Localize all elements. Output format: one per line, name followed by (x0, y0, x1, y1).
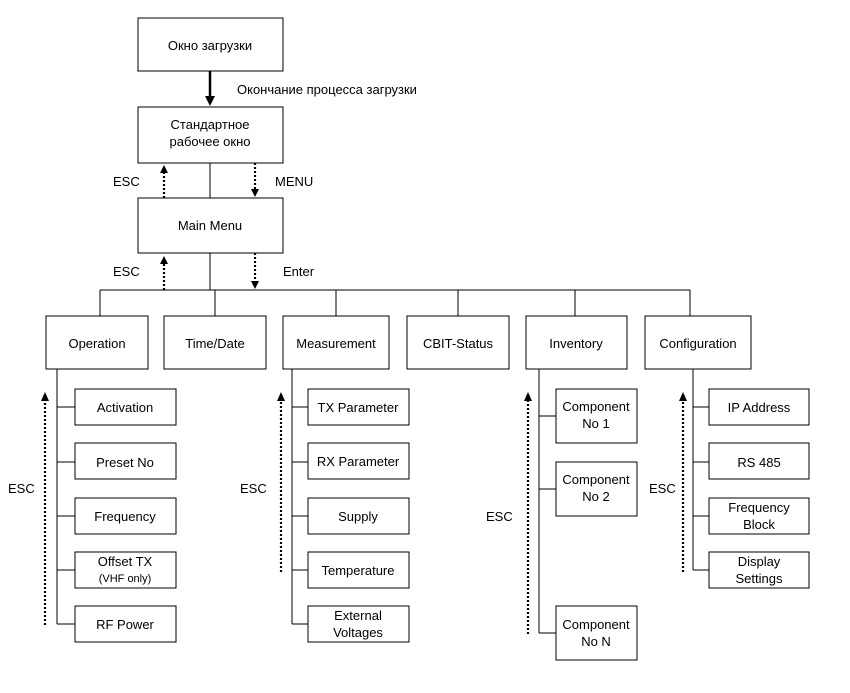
op-activation-box: Activation (74, 388, 177, 426)
cfg-ipaddress-label: IP Address (728, 400, 791, 415)
ms-rxparam-label: RX Parameter (317, 454, 400, 469)
op-rfpower-label: RF Power (96, 617, 154, 632)
ms-txparam-label: TX Parameter (318, 400, 400, 415)
menu-measurement-box: Measurement (282, 315, 390, 370)
measurement-esc-label: ESC (240, 481, 267, 496)
ms-txparam-box: TX Parameter (307, 388, 410, 426)
inv-comp2-box: Component No 2 (555, 461, 638, 517)
menu-cbit-label: CBIT-Status (423, 336, 494, 351)
esc-up-arrowhead-2 (160, 256, 168, 264)
ms-extvolt-line1: External (334, 608, 382, 623)
inv-compn-line1: Component (562, 617, 630, 632)
menu-label: MENU (275, 174, 313, 189)
op-offsettx-label: Offset TX (98, 554, 153, 569)
inv-compn-line2: No N (581, 634, 611, 649)
inv-compn-box: Component No N (555, 605, 638, 661)
standard-window-box: Стандартное рабочее окно (137, 106, 284, 164)
ms-supply-box: Supply (307, 497, 410, 535)
ms-extvolt-line2: Voltages (333, 625, 383, 640)
inv-comp2-line2: No 2 (582, 489, 609, 504)
esc-label-top: ESC (113, 174, 140, 189)
inventory-esc-arrowhead (524, 392, 532, 401)
ms-extvolt-box: External Voltages (307, 605, 410, 643)
esc-up-arrowhead-1 (160, 165, 168, 173)
enter-down-arrowhead (251, 281, 259, 289)
boot-window-label: Окно загрузки (168, 38, 252, 53)
menu-down-arrowhead (251, 189, 259, 197)
menu-measurement-label: Measurement (296, 336, 376, 351)
menu-inventory-label: Inventory (549, 336, 603, 351)
op-offsettx-note: (VHF only) (99, 573, 152, 585)
ms-temperature-box: Temperature (307, 551, 410, 589)
configuration-esc-label: ESC (649, 481, 676, 496)
measurement-esc-arrowhead (277, 392, 285, 401)
ms-temperature-label: Temperature (322, 563, 395, 578)
op-rfpower-box: RF Power (74, 605, 177, 643)
op-activation-label: Activation (97, 400, 153, 415)
operation-esc-arrowhead (41, 392, 49, 401)
menu-configuration-label: Configuration (659, 336, 736, 351)
inv-comp1-box: Component No 1 (555, 388, 638, 444)
inv-comp1-line2: No 1 (582, 416, 609, 431)
boot-arrow-head (205, 96, 215, 106)
cfg-freqblock-line2: Block (743, 517, 775, 532)
boot-window-box: Окно загрузки (137, 17, 284, 72)
configuration-esc-arrowhead (679, 392, 687, 401)
inv-comp2-line1: Component (562, 472, 630, 487)
operation-esc-label: ESC (8, 481, 35, 496)
menu-inventory-box: Inventory (525, 315, 628, 370)
menu-cbit-box: CBIT-Status (406, 315, 510, 370)
cfg-freqblock-box: Frequency Block (708, 497, 810, 535)
enter-label: Enter (283, 264, 315, 279)
op-presetno-label: Preset No (96, 455, 154, 470)
menu-timedate-label: Time/Date (185, 336, 244, 351)
menu-timedate-box: Time/Date (163, 315, 267, 370)
op-presetno-box: Preset No (74, 442, 177, 480)
esc-label-main: ESC (113, 264, 140, 279)
cfg-rs485-box: RS 485 (708, 442, 810, 480)
menu-configuration-box: Configuration (644, 315, 752, 370)
op-frequency-box: Frequency (74, 497, 177, 535)
ms-rxparam-box: RX Parameter (307, 442, 410, 480)
cfg-display-line1: Display (738, 554, 781, 569)
op-frequency-label: Frequency (94, 509, 156, 524)
inv-comp1-line1: Component (562, 399, 630, 414)
main-menu-box: Main Menu (137, 197, 284, 254)
cfg-display-box: Display Settings (708, 551, 810, 589)
cfg-rs485-label: RS 485 (737, 455, 780, 470)
menu-operation-box: Operation (45, 315, 149, 370)
menu-operation-label: Operation (68, 336, 125, 351)
op-offsettx-box: Offset TX (VHF only) (74, 551, 177, 589)
main-menu-label: Main Menu (178, 218, 242, 233)
cfg-freqblock-line1: Frequency (728, 500, 790, 515)
standard-window-line1: Стандартное (171, 117, 250, 132)
cfg-display-line2: Settings (736, 571, 783, 586)
inventory-esc-label: ESC (486, 509, 513, 524)
boot-done-label: Окончание процесса загрузки (237, 82, 417, 97)
ms-supply-label: Supply (338, 509, 378, 524)
cfg-ipaddress-box: IP Address (708, 388, 810, 426)
standard-window-line2: рабочее окно (169, 134, 250, 149)
